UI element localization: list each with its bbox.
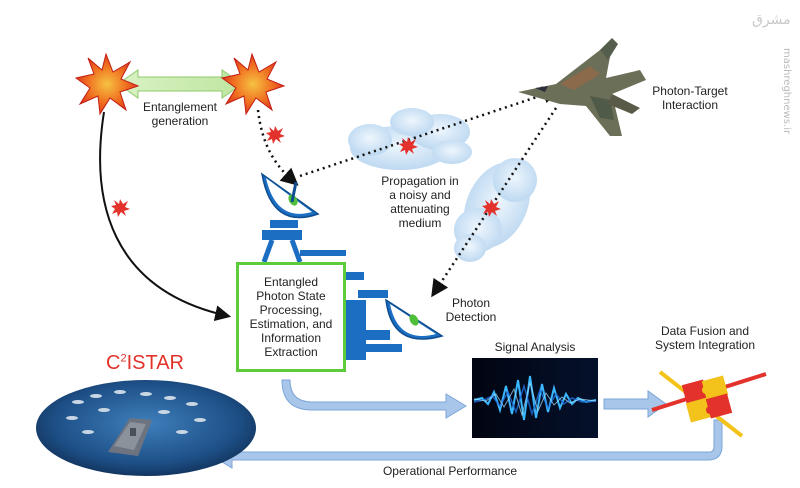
c2istar-sup: 2: [120, 352, 127, 365]
propagation-label: Propagation in a noisy and attenuating m…: [370, 174, 470, 230]
c2istar-title: C2ISTAR: [90, 352, 200, 375]
photon-detection-line-2: Detection: [445, 310, 497, 324]
processing-line-6: Extraction: [264, 345, 318, 359]
processing-line-1: Entangled: [263, 275, 319, 289]
satellite-dish-icon: [346, 272, 444, 360]
data-fusion-label: Data Fusion and System Integration: [640, 324, 770, 352]
starburst-icon: [220, 52, 286, 116]
entanglement-line-1: Entanglement: [142, 100, 218, 114]
starburst-icon: [482, 199, 501, 217]
satellite-dish-icon: [260, 172, 346, 263]
entanglement-generation-label: Entanglement generation: [128, 100, 232, 128]
propagation-line-3: attenuating: [390, 202, 450, 216]
signal-analysis-text: Signal Analysis: [494, 340, 576, 354]
starburst-icon: [399, 137, 418, 155]
aircraft-carrier-icon: [36, 380, 256, 476]
c2istar-prefix: C: [106, 352, 121, 374]
data-fusion-line-1: Data Fusion and: [660, 324, 750, 338]
cloud-icon: [454, 158, 537, 262]
propagation-line-4: medium: [398, 216, 442, 230]
photon-detection-label: Photon Detection: [436, 296, 506, 324]
watermark-text: mashreghnews.ir: [781, 48, 792, 135]
propagation-line-2: a noisy and: [389, 188, 451, 202]
feedback-arrow: [211, 419, 723, 469]
processing-line-5: Information: [260, 331, 322, 345]
operational-performance-label: Operational Performance: [340, 464, 560, 478]
waveform-icon: [472, 358, 598, 438]
fighter-jet-icon: [518, 38, 646, 136]
photon-target-line-1: Photon-Target: [652, 84, 728, 98]
propagation-line-1: Propagation in: [381, 174, 459, 188]
entanglement-to-processing-arrow: [99, 111, 232, 322]
dish-to-target-path: [299, 86, 561, 178]
processing-line-4: Estimation, and: [249, 317, 333, 331]
photon-target-label: Photon-Target Interaction: [640, 84, 740, 112]
photon-target-line-2: Interaction: [661, 98, 719, 112]
processing-line-3: Processing,: [259, 303, 323, 317]
processing-line-2: Photon State: [256, 289, 326, 303]
flow-arrow-to-signal: [281, 379, 467, 419]
puzzle-icon: [651, 370, 767, 438]
starburst-icon: [266, 126, 285, 144]
entanglement-line-2: generation: [151, 114, 209, 128]
data-fusion-line-2: System Integration: [654, 338, 756, 352]
watermark-logo: مشرق: [752, 12, 791, 28]
entanglement-to-dish-arrow: [256, 109, 299, 186]
signal-analysis-label: Signal Analysis: [472, 340, 598, 354]
starburst-icon: [111, 199, 130, 217]
photon-detection-line-1: Photon: [451, 296, 491, 310]
flow-arrow-to-fusion: [603, 390, 667, 418]
target-to-detector-path: [431, 107, 558, 298]
entanglement-double-arrow: [117, 69, 243, 99]
starburst-icon: [74, 52, 140, 116]
cloud-icon: [348, 108, 472, 170]
c2istar-suffix: ISTAR: [126, 352, 184, 374]
processing-box: Entangled Photon State Processing, Estim…: [236, 262, 346, 372]
operational-performance-text: Operational Performance: [382, 464, 518, 478]
